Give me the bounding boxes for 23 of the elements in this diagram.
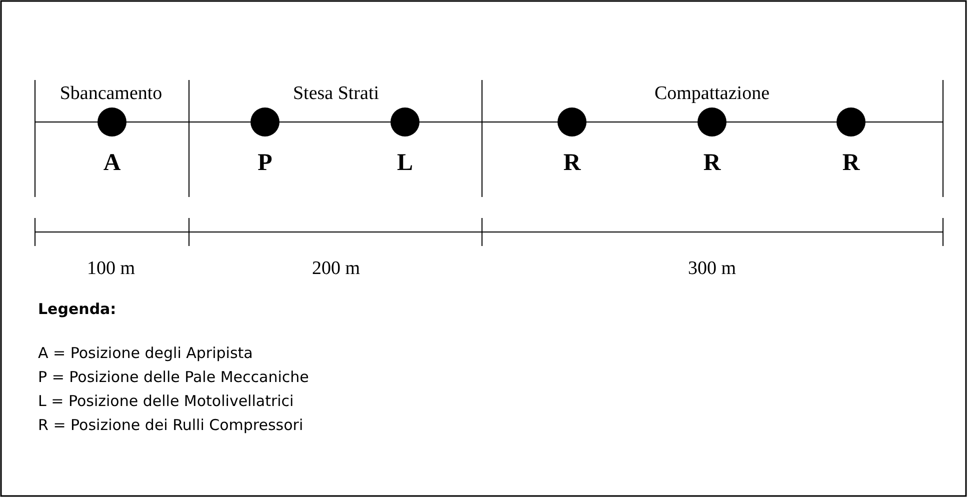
legend-entry: L = Posizione delle Motolivellatrici bbox=[38, 392, 294, 410]
position-letter: P bbox=[258, 150, 272, 177]
legend-entry: R = Posizione dei Rulli Compressori bbox=[38, 416, 304, 434]
position-dot bbox=[97, 107, 127, 137]
position-dot bbox=[390, 107, 420, 137]
position-dot bbox=[250, 107, 280, 137]
position-letter: A bbox=[103, 150, 121, 177]
section-heading: Stesa Strati bbox=[292, 83, 380, 105]
position-dot bbox=[697, 107, 727, 137]
legend-entry: P = Posizione delle Pale Meccaniche bbox=[38, 368, 309, 386]
position-letter: R bbox=[563, 150, 581, 177]
position-dot bbox=[557, 107, 587, 137]
dimension-label: 200 m bbox=[312, 258, 360, 280]
position-letter: R bbox=[842, 150, 860, 177]
legend-title: Legenda: bbox=[38, 300, 116, 318]
dimension-label: 300 m bbox=[688, 258, 736, 280]
position-letter: R bbox=[703, 150, 721, 177]
section-heading: Sbancamento bbox=[60, 83, 162, 105]
position-letter: L bbox=[397, 150, 413, 177]
position-dot bbox=[836, 107, 866, 137]
section-heading: Compattazione bbox=[654, 83, 770, 105]
dimension-label: 100 m bbox=[86, 258, 136, 280]
legend-entry: A = Posizione degli Apripista bbox=[38, 344, 253, 362]
